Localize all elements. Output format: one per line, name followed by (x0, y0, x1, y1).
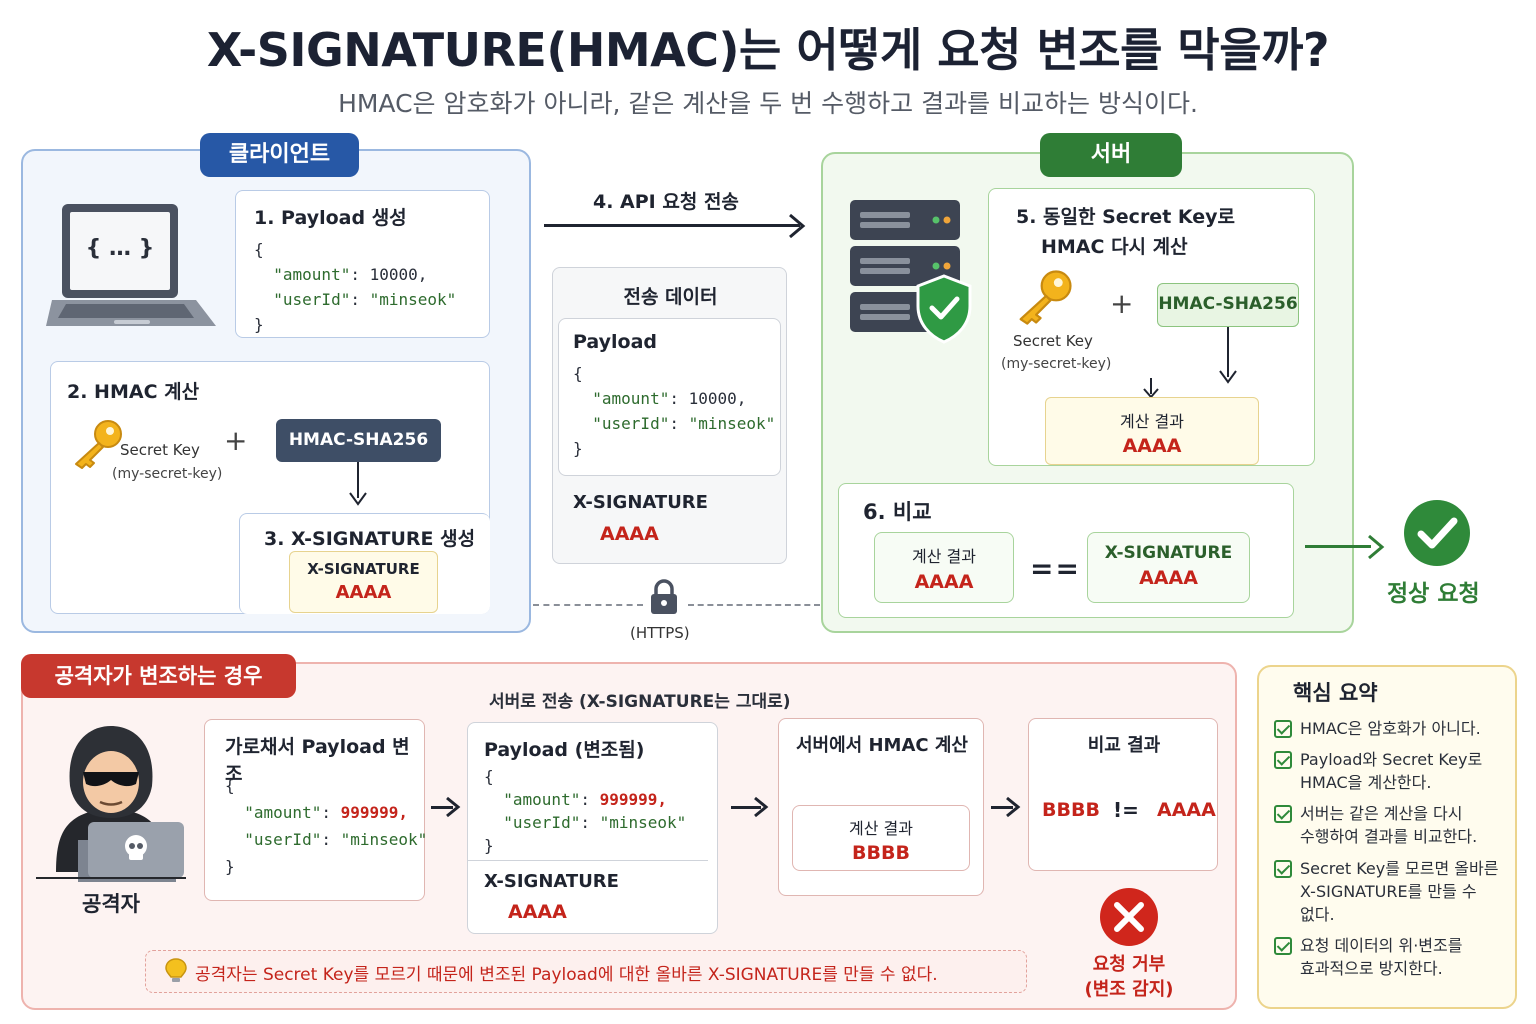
checkbox-icon (1274, 751, 1292, 769)
lock-icon (651, 579, 677, 614)
attack-tag: 공격자가 변조하는 경우 (21, 654, 296, 698)
compare-result-box: 비교 결과 BBBB != AAAA (1028, 718, 1218, 871)
tampered-payload-code: { "amount": 999999, "userId": "minseok" … (484, 767, 687, 855)
hmac-calc-box: 2. HMAC 계산 (50, 361, 490, 614)
tampered-divider (468, 860, 708, 861)
client-signature: X-SIGNATURE AAAA (289, 551, 438, 613)
attack-arrow-1 (431, 806, 453, 809)
step5-title-line2: HMAC 다시 계산 (1041, 236, 1188, 258)
transmit-sig-value: AAAA (600, 523, 659, 545)
payload-code: { "amount": 10000, "userId": "minseok" } (254, 240, 457, 334)
summary-title: 핵심 요약 (1293, 681, 1378, 705)
server-arrow-down (1227, 327, 1229, 377)
server-plus-sign: + (1110, 287, 1134, 320)
key-icon (75, 420, 122, 469)
server-key-icon (1019, 270, 1072, 325)
attacker-label: 공격자 (82, 892, 140, 916)
reject-icon (1100, 888, 1158, 946)
arrow-down-head (349, 492, 367, 506)
server-hmac-algo: HMAC-SHA256 (1157, 283, 1299, 327)
server-secret-key-value: (my-secret-key) (1001, 356, 1112, 372)
payload-create-box: 1. Payload 생성 { "amount": 10000, "userId… (235, 190, 490, 338)
server-icon (850, 200, 972, 344)
https-label: (HTTPS) (630, 624, 690, 642)
intercept-box: 가로채서 Payload 변조 { "amount": 999999, "use… (204, 719, 428, 901)
server-arrow-down-head (1219, 370, 1237, 384)
page-subtitle: HMAC은 암호화가 아니라, 같은 계산을 두 번 수행하고 결과를 비교하는… (338, 89, 1198, 118)
api-request-label: 4. API 요청 전송 (593, 191, 739, 213)
request-arrow-head (789, 213, 806, 239)
server-secret-key-label: Secret Key (1013, 332, 1093, 350)
transmit-title: 전송 데이터 (623, 286, 718, 308)
attack-note-box (145, 950, 1027, 993)
reject-label: 요청 거부 (1092, 954, 1166, 975)
attack-arrow-3 (991, 806, 1013, 809)
https-line-left (533, 604, 643, 606)
laptop-icon (46, 204, 216, 326)
attacker-base (36, 877, 186, 879)
client-secret-key-value: (my-secret-key) (112, 466, 223, 482)
transmit-payload-label: Payload (573, 331, 658, 353)
intercept-title: 가로채서 Payload 변조 (225, 736, 410, 785)
laptop-screen-text: { … } (85, 236, 155, 261)
page-title: X-SIGNATURE(HMAC)는 어떻게 요청 변조를 막을까? (206, 23, 1330, 77)
tampered-sig-label: X-SIGNATURE (484, 871, 619, 892)
compare-left: 계산 결과 AAAA (874, 532, 1014, 603)
lightbulb-icon (165, 958, 187, 982)
summary-panel (1257, 665, 1517, 1009)
server-bbbb-result: 계산 결과 BBBB (792, 805, 970, 871)
plus-sign: + (224, 424, 248, 457)
compare-result-title: 비교 결과 (1087, 735, 1161, 756)
ok-label: 정상 요청 (1387, 581, 1480, 607)
attack-arrow-1-head (446, 796, 461, 818)
ok-arrow-head (1368, 534, 1385, 560)
transmit-payload-code: { "amount": 10000, "userId": "minseok" } (573, 364, 776, 458)
step1-title: 1. Payload 생성 (254, 207, 407, 229)
check-circle-icon (1404, 500, 1470, 566)
step2-title: 2. HMAC 계산 (67, 381, 200, 403)
compare-result-left: BBBB (1042, 799, 1100, 821)
client-secret-key-label: Secret Key (120, 441, 200, 459)
attack-arrow-3-head (1006, 796, 1021, 818)
step3-title: 3. X-SIGNATURE 생성 (264, 528, 476, 550)
server-arrow-small (1150, 378, 1152, 394)
not-equals-sign: != (1113, 798, 1139, 822)
attacker-icon (56, 726, 184, 882)
checkbox-icon (1274, 805, 1292, 823)
request-arrow (544, 224, 800, 227)
server-calc-result: 계산 결과 AAAA (1045, 397, 1259, 465)
arrow-down (357, 462, 359, 498)
transmit-sig-label: X-SIGNATURE (573, 492, 708, 513)
transmit-payload-box: Payload { "amount": 10000, "userId": "mi… (558, 318, 781, 476)
summary-item: HMAC은 암호화가 아니다. (1274, 717, 1481, 740)
equals-sign: == (1030, 552, 1081, 585)
attack-arrow-2-head (754, 796, 769, 818)
compare-result-right: AAAA (1157, 799, 1216, 821)
tampered-code: { "amount": 999999, "userId": "minseok" … (225, 776, 428, 876)
reject-sublabel: (변조 감지) (1084, 979, 1174, 1000)
client-tag: 클라이언트 (200, 133, 359, 177)
send-label: 서버로 전송 (X-SIGNATURE는 그대로) (489, 692, 791, 712)
server-hmac-title: 서버에서 HMAC 계산 (795, 735, 968, 756)
attack-arrow-2 (731, 806, 761, 809)
step6-title: 6. 비교 (863, 500, 932, 524)
tampered-payload-box: Payload (변조됨) { "amount": 999999, "userI… (467, 722, 718, 934)
attack-note: 공격자는 Secret Key를 모르기 때문에 변조된 Payload에 대한… (195, 965, 938, 985)
server-tag: 서버 (1040, 133, 1182, 177)
checkbox-icon (1274, 937, 1292, 955)
tampered-sig-value: AAAA (508, 901, 567, 923)
client-hmac-algo: HMAC-SHA256 (276, 419, 441, 462)
compare-right: X-SIGNATURE AAAA (1087, 532, 1250, 603)
checkbox-icon (1274, 860, 1292, 878)
step5-title-line1: 5. 동일한 Secret Key로 (1016, 206, 1236, 228)
checkbox-icon (1274, 720, 1292, 738)
ok-arrow (1305, 545, 1371, 548)
https-line-right (688, 604, 820, 606)
tampered-payload-title: Payload (변조됨) (484, 739, 645, 761)
